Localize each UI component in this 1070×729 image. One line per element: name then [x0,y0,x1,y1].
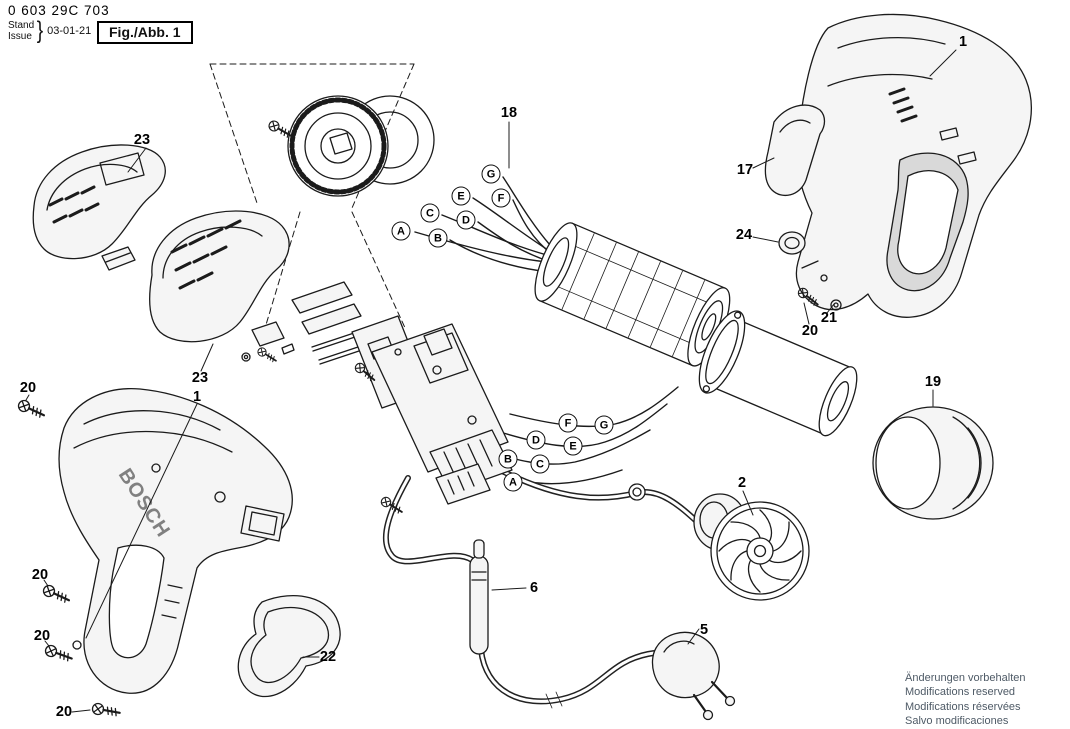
nozzle-cap-19 [872,406,994,520]
housing-left-gun: BOSCH [58,388,293,694]
housing-right-1 [795,13,1032,318]
stand-label: Stand [8,19,35,31]
issue-label: Issue [8,31,32,42]
power-cord [382,475,682,705]
pcb-lead-wires [491,386,679,485]
fan-assembly-2 [693,493,810,601]
notice-line-en: Modifications reserved [905,686,1016,699]
figure-label: Fig./Abb. 1 [97,21,193,44]
leader-lines [25,49,957,713]
button-24 [778,231,806,255]
heating-element-18 [534,222,731,367]
revision-block: Stand Issue } 03-01-21 [8,19,91,43]
baffle-17 [764,104,826,197]
footer-notices: Änderungen vorbehalten Modifications res… [905,671,1025,728]
element-tube [698,310,858,437]
notice-line-de: Änderungen vorbehalten [905,672,1026,684]
power-plug-5 [651,631,736,721]
cover-upper-23 [32,144,166,260]
clip-part [101,246,136,271]
notice-line-fr: Modifications réservées [905,700,1021,713]
pcb-switch-assembly [351,315,513,505]
revision-date: 03-01-21 [47,25,92,37]
revision-brace: } [36,17,44,44]
notice-line-es: Salvo modificaciones [905,714,1009,727]
cover-lower-23 [148,210,290,347]
stator-rings [287,95,435,197]
hanging-loop-22 [237,594,341,698]
element-lead-wires [414,176,554,273]
cable-sleeve-6 [469,539,489,655]
part-number: 0 603 29C 703 [8,3,110,18]
